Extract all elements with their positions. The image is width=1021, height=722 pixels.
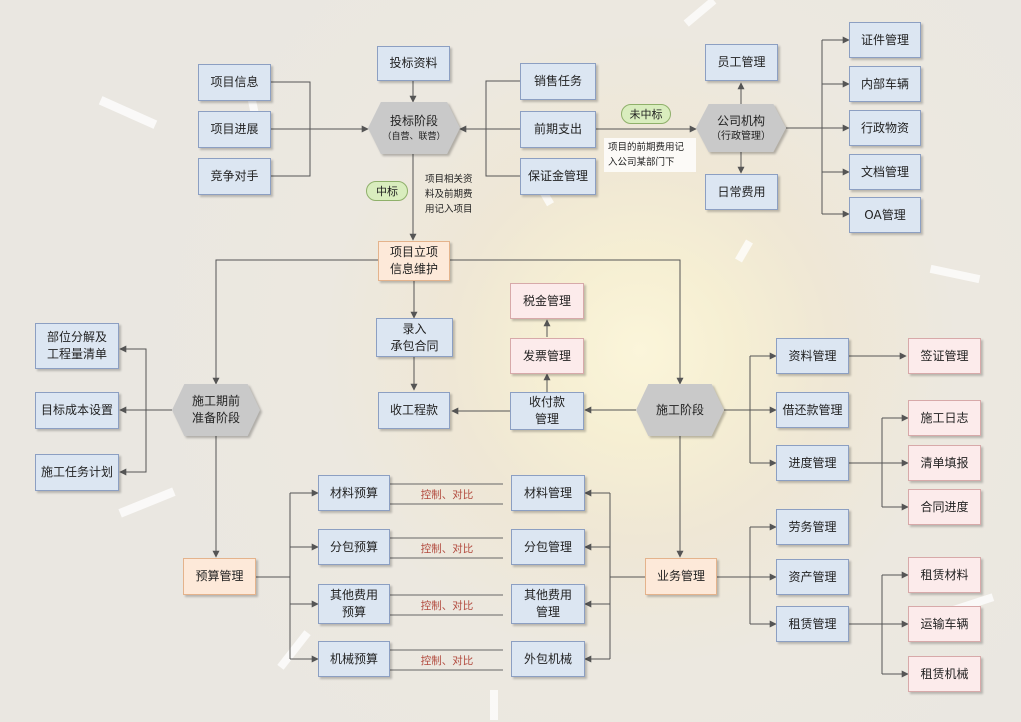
construction-stage-title: 施工阶段 bbox=[655, 402, 704, 417]
node-company-org: 公司机构 （行政管理） bbox=[696, 104, 786, 152]
node-contract-entry: 录入 承包合同 bbox=[376, 318, 453, 357]
node-preparation-stage: 施工期前 准备阶段 bbox=[172, 384, 260, 436]
node-contract-progress: 合同进度 bbox=[908, 489, 981, 525]
edge-prep-left bbox=[119, 345, 172, 411]
bid-stage-title: 投标阶段 bbox=[389, 113, 438, 128]
label-control-compare: 控制、对比 bbox=[420, 543, 474, 555]
node-machine-budget: 机械预算 bbox=[318, 641, 390, 677]
note-win-bid: 项目相关资 料及前期费 用记入项目 bbox=[425, 174, 473, 215]
node-tax-mgmt: 税金管理 bbox=[510, 283, 584, 319]
node-oa-mgmt: OA管理 bbox=[849, 197, 921, 233]
label-control-compare: 控制、对比 bbox=[420, 489, 474, 501]
node-project-info: 项目信息 bbox=[198, 64, 271, 101]
node-outsourced-machine: 外包机械 bbox=[511, 641, 585, 677]
decor-ray bbox=[490, 690, 498, 720]
node-budget-mgmt: 预算管理 bbox=[183, 558, 256, 595]
node-lease-machine: 租赁机械 bbox=[908, 656, 981, 692]
edge-setup-right bbox=[450, 259, 684, 385]
node-admin-supplies: 行政物资 bbox=[849, 110, 921, 146]
node-subcontract-mgmt: 分包管理 bbox=[511, 529, 585, 565]
edge-competitor-to-bid bbox=[271, 128, 311, 177]
node-transport-vehicle: 运输车辆 bbox=[908, 606, 981, 642]
node-payment-mgmt: 收付款 管理 bbox=[510, 392, 584, 430]
edge-setup-left bbox=[212, 259, 378, 385]
company-org-subtitle: （行政管理） bbox=[711, 130, 771, 142]
preparation-stage-title: 施工期前 准备阶段 bbox=[191, 394, 240, 425]
node-internal-vehicle: 内部车辆 bbox=[849, 66, 921, 102]
node-data-mgmt: 资料管理 bbox=[776, 338, 849, 374]
node-cert-mgmt: 证件管理 bbox=[849, 22, 921, 58]
edge-prep-to-plan bbox=[119, 410, 147, 476]
node-competitor: 竞争对手 bbox=[198, 158, 271, 195]
node-invoice-mgmt: 发票管理 bbox=[510, 338, 584, 374]
node-project-progress: 项目进展 bbox=[198, 111, 271, 148]
company-org-title: 公司机构 bbox=[716, 113, 765, 128]
node-project-setup: 项目立项 信息维护 bbox=[378, 241, 450, 281]
node-daily-expense: 日常费用 bbox=[705, 174, 778, 210]
node-labor-mgmt: 劳务管理 bbox=[776, 509, 849, 545]
node-target-cost: 目标成本设置 bbox=[35, 392, 119, 429]
node-construction-log: 施工日志 bbox=[908, 400, 981, 436]
node-part-breakdown: 部位分解及 工程量清单 bbox=[35, 323, 119, 369]
node-bid-stage: 投标阶段 （自营、联营） bbox=[368, 102, 460, 154]
label-control-compare: 控制、对比 bbox=[420, 600, 474, 612]
label-lose-bid: 未中标 bbox=[621, 104, 671, 124]
node-construction-plan: 施工任务计划 bbox=[35, 454, 119, 491]
node-staff-mgmt: 员工管理 bbox=[705, 44, 778, 81]
node-progress-mgmt: 进度管理 bbox=[776, 445, 849, 481]
node-other-budget: 其他费用 预算 bbox=[318, 584, 390, 624]
bid-stage-subtitle: （自营、联营） bbox=[382, 131, 446, 142]
node-bid-docs: 投标资料 bbox=[377, 46, 450, 81]
node-archive-mgmt: 文档管理 bbox=[849, 154, 921, 190]
node-visa-mgmt: 签证管理 bbox=[908, 338, 981, 374]
node-early-expense: 前期支出 bbox=[520, 111, 596, 148]
node-loan-mgmt: 借还款管理 bbox=[776, 392, 849, 428]
node-receive-payment: 收工程款 bbox=[378, 392, 450, 429]
node-material-budget: 材料预算 bbox=[318, 475, 390, 511]
node-other-mgmt: 其他费用 管理 bbox=[511, 584, 585, 624]
node-subcontract-budget: 分包预算 bbox=[318, 529, 390, 565]
label-win-bid: 中标 bbox=[366, 181, 408, 201]
node-lease-mgmt: 租赁管理 bbox=[776, 606, 849, 642]
label-control-compare: 控制、对比 bbox=[420, 655, 474, 667]
node-lease-material: 租赁材料 bbox=[908, 557, 981, 593]
node-material-mgmt: 材料管理 bbox=[511, 475, 585, 511]
edge-info-to-bid bbox=[271, 81, 311, 128]
node-asset-mgmt: 资产管理 bbox=[776, 559, 849, 595]
node-deposit-mgmt: 保证金管理 bbox=[520, 158, 596, 195]
note-lose-bid: 项目的前期费用记 入公司某部门下 bbox=[604, 138, 696, 172]
node-sales-task: 销售任务 bbox=[520, 63, 596, 100]
node-bill-fill: 清单填报 bbox=[908, 445, 981, 481]
node-business-mgmt: 业务管理 bbox=[645, 558, 717, 595]
node-construction-stage: 施工阶段 bbox=[636, 384, 724, 436]
